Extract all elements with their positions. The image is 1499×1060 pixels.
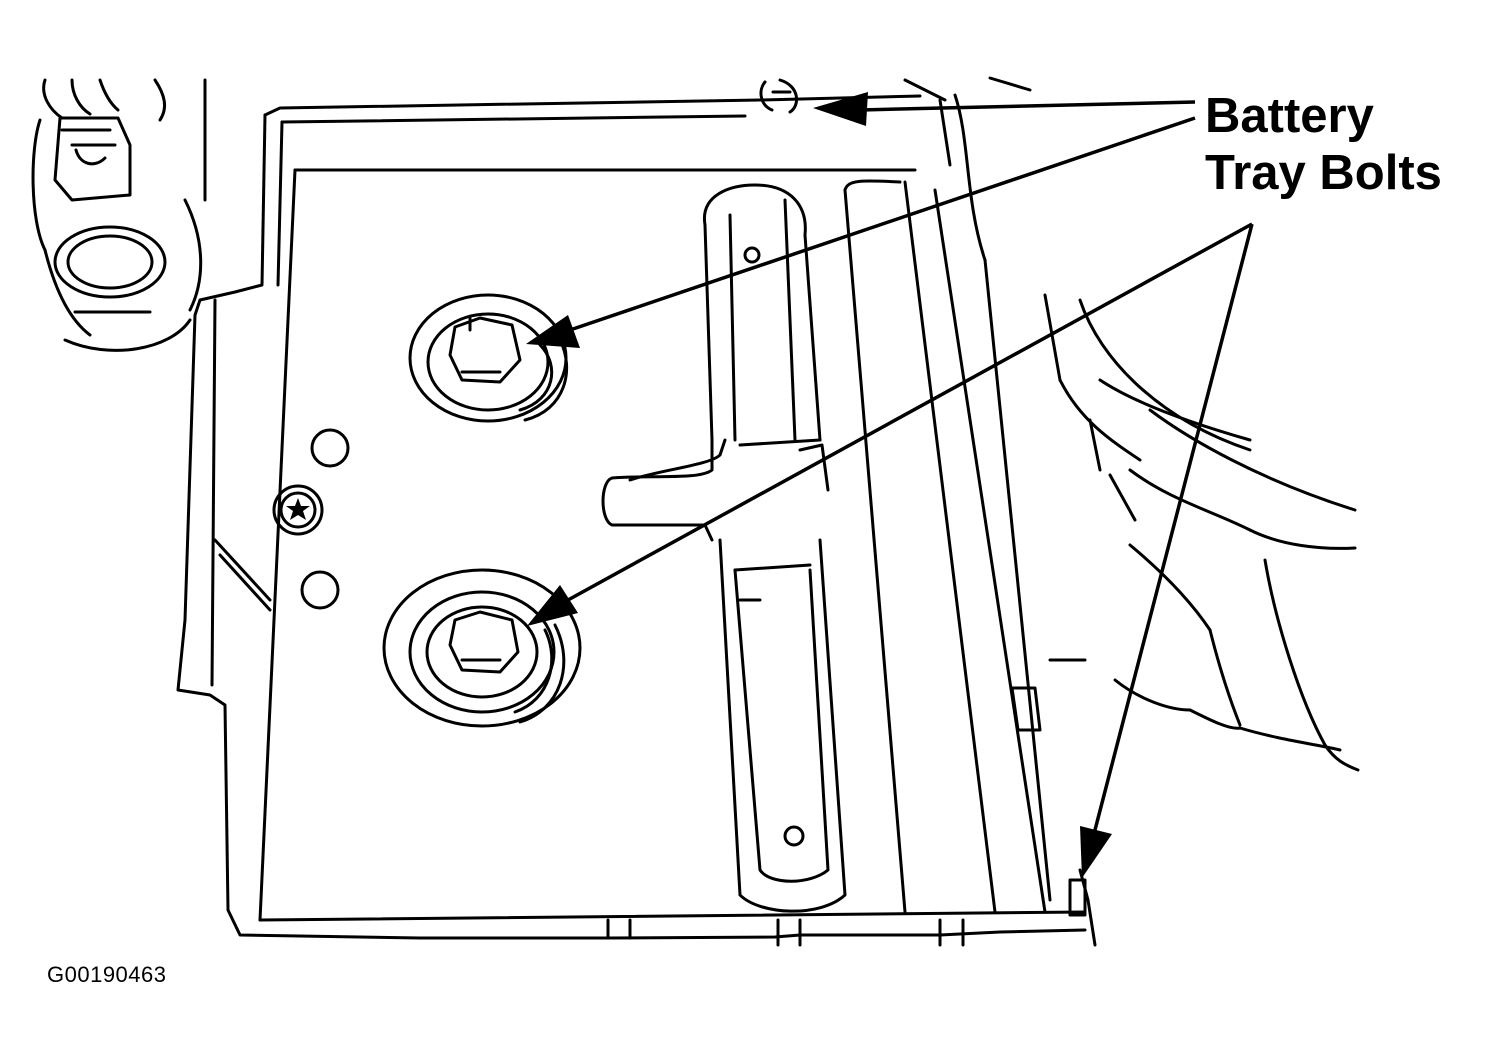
lower-tray-bolt (382, 568, 582, 728)
arrow-to-top-clip (813, 92, 1196, 126)
arrow-to-upper-bolt (526, 116, 1196, 348)
upper-tray-bolt (408, 293, 569, 423)
star-icon (286, 498, 310, 520)
clip-fastener (272, 484, 324, 536)
figure-id: G00190463 (47, 962, 167, 987)
arrow-to-lower-bolt (527, 222, 1253, 626)
callout-label: Battery Tray Bolts (1205, 88, 1442, 202)
tray-holes (300, 428, 350, 610)
arrow-to-rear-bolt (1080, 223, 1254, 878)
callout-line-1: Battery (1205, 89, 1374, 143)
tray-side-rails (843, 93, 1087, 914)
battery-tray-outline (176, 94, 1097, 947)
engine-fitting (31, 78, 207, 352)
callout-line-2: Tray Bolts (1205, 146, 1442, 200)
center-channel (601, 183, 847, 913)
callout-arrows (526, 92, 1254, 878)
top-clip (759, 78, 799, 114)
fender-panel (903, 76, 1360, 772)
